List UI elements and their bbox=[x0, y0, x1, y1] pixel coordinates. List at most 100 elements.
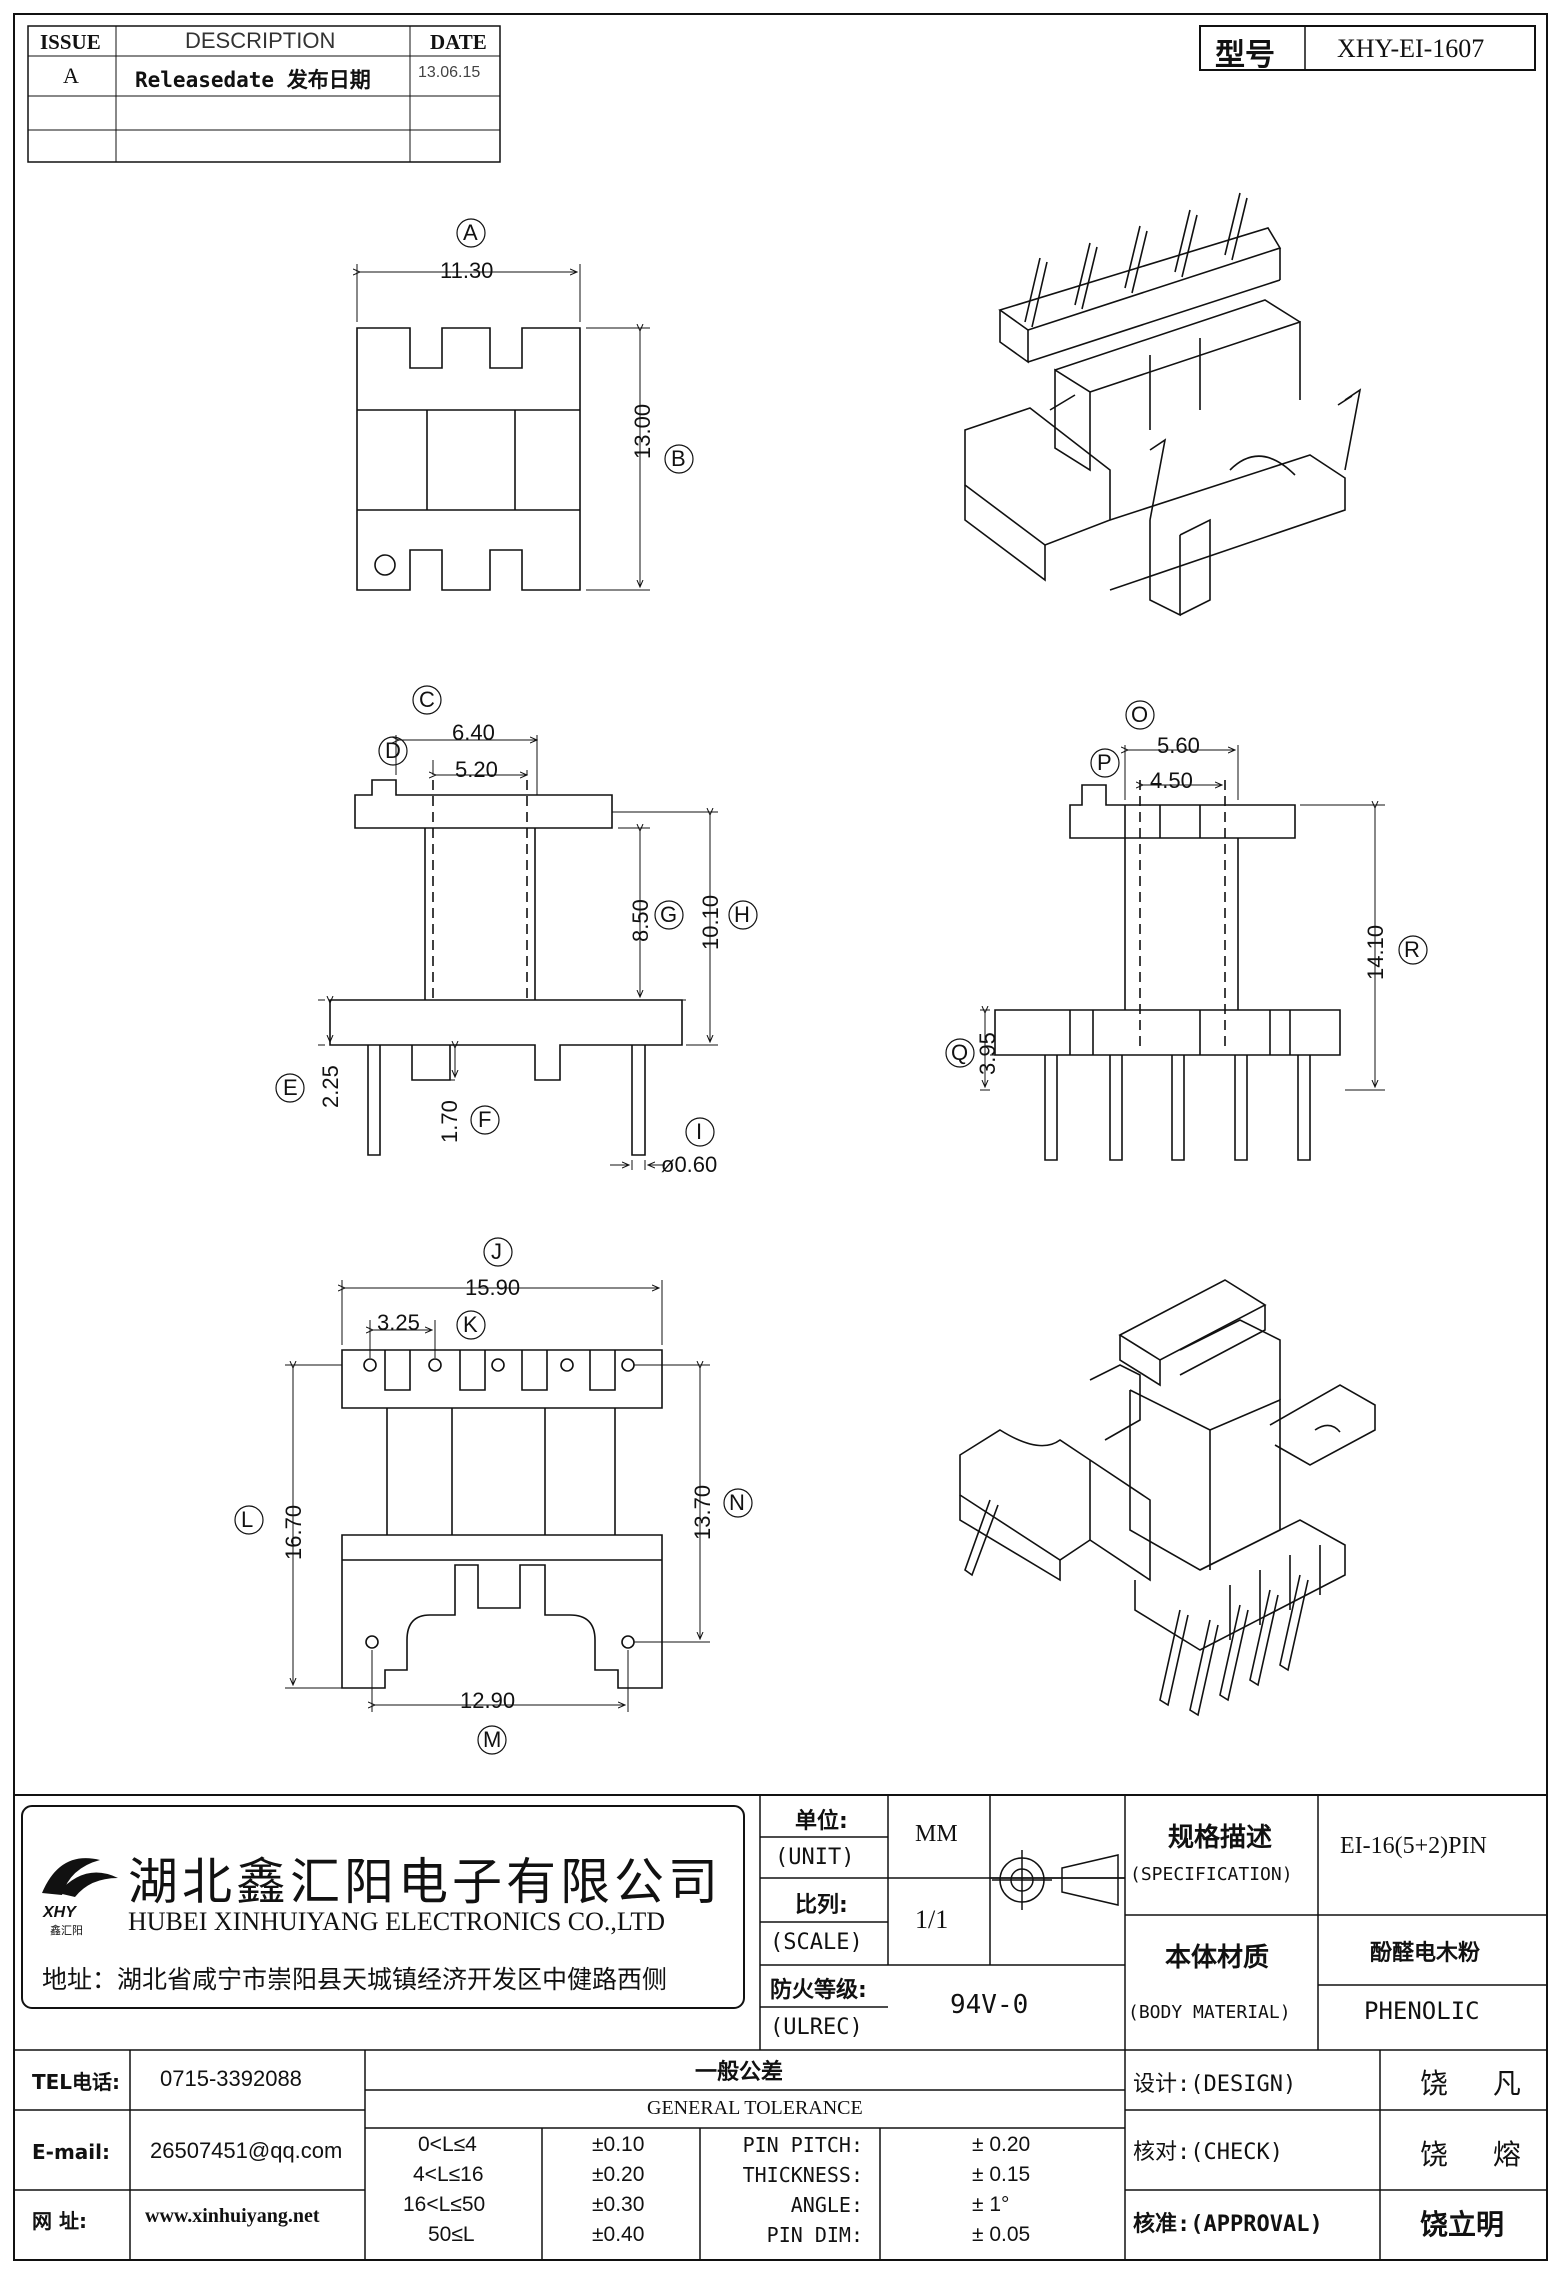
material-value-cn: 酚醛电木粉 bbox=[1370, 1941, 1481, 1966]
material-label-en: (BODY MATERIAL) bbox=[1128, 2002, 1291, 2023]
company-logo-text: XHY bbox=[43, 1904, 76, 1921]
dim-value-e: 2.25 bbox=[318, 1065, 343, 1108]
sheet-border bbox=[13, 13, 1548, 2261]
scale-label-en: (SCALE) bbox=[770, 1930, 863, 1955]
tolerance-range: 0<L≤4 bbox=[418, 2133, 477, 2156]
dim-value-i: ø0.60 bbox=[661, 1152, 718, 1177]
email-value: 26507451@qq.com bbox=[150, 2138, 343, 2163]
bottom-view bbox=[234, 1237, 753, 1755]
side-view bbox=[275, 685, 758, 1170]
dim-letter-m: M bbox=[483, 1727, 502, 1752]
dim-letter-k: K bbox=[463, 1312, 478, 1337]
dim-letter-c: C bbox=[419, 687, 435, 712]
tolerance-range: 50≤L bbox=[428, 2223, 475, 2246]
dim-letter-l: L bbox=[241, 1507, 254, 1532]
tolerance-spec-value: ± 0.05 bbox=[972, 2223, 1031, 2246]
top-view bbox=[357, 218, 694, 591]
dim-value-k: 3.25 bbox=[377, 1310, 420, 1335]
dim-value-c: 6.40 bbox=[452, 720, 495, 745]
dim-value-n: 13.70 bbox=[690, 1484, 715, 1540]
revision-table-grid bbox=[27, 25, 501, 163]
dim-value-g: 8.50 bbox=[628, 899, 653, 942]
company-name-cn: 湖北鑫汇阳电子有限公司 bbox=[128, 1853, 722, 1911]
ulrec-value: 94V-0 bbox=[950, 1990, 1029, 2020]
dim-value-d: 5.20 bbox=[455, 757, 498, 782]
web-label: 网 址: bbox=[32, 2209, 87, 2233]
tolerance-value: ±0.20 bbox=[592, 2163, 645, 2186]
dim-value-b: 13.00 bbox=[630, 403, 655, 459]
approval-label: 核准:(APPROVAL) bbox=[1133, 2212, 1323, 2237]
tolerance-spec-value: ± 1° bbox=[972, 2193, 1010, 2216]
spec-value: EI-16(5+2)PIN bbox=[1340, 1833, 1487, 1859]
dim-value-o: 5.60 bbox=[1157, 733, 1200, 758]
check-label: 核对:(CHECK) bbox=[1133, 2140, 1283, 2165]
company-box bbox=[21, 1805, 745, 2009]
dim-letter-f: F bbox=[478, 1107, 492, 1132]
dim-value-p: 4.50 bbox=[1150, 768, 1193, 793]
revision-row-description: Releasedate 发布日期 bbox=[135, 68, 371, 92]
scale-label-cn: 比列: bbox=[795, 1893, 848, 1918]
tolerance-range: 16<L≤50 bbox=[403, 2193, 486, 2216]
company-logo-sub: 鑫汇阳 bbox=[50, 1924, 83, 1937]
dim-value-a: 11.30 bbox=[440, 258, 494, 283]
dim-value-r: 14.10 bbox=[1363, 924, 1388, 980]
approval-value: 饶立明 bbox=[1420, 2208, 1505, 2241]
dim-letter-e: E bbox=[283, 1075, 298, 1100]
dim-letter-n: N bbox=[729, 1490, 745, 1515]
dim-letter-o: O bbox=[1131, 702, 1149, 727]
tolerance-spec-name: THICKNESS: bbox=[742, 2163, 863, 2187]
dim-value-q: 3.95 bbox=[975, 1032, 1000, 1075]
revision-header-date: DATE bbox=[430, 30, 487, 54]
tolerance-value: ±0.40 bbox=[592, 2223, 645, 2246]
dim-value-f: 1.70 bbox=[437, 1100, 462, 1143]
scale-value: 1/1 bbox=[915, 1905, 949, 1934]
company-logo-swoosh-icon bbox=[42, 1858, 100, 1895]
dim-letter-a: A bbox=[463, 220, 478, 245]
front-view bbox=[945, 700, 1428, 1161]
tolerance-spec-name: PIN DIM: bbox=[766, 2223, 863, 2247]
dim-letter-q: Q bbox=[951, 1040, 969, 1065]
unit-label-cn: 单位: bbox=[795, 1809, 848, 1834]
isometric-view-2 bbox=[959, 1279, 1376, 1717]
tolerance-value: ±0.10 bbox=[592, 2133, 645, 2156]
ulrec-label-en: (ULREC) bbox=[770, 2015, 863, 2040]
dim-letter-h: H bbox=[734, 902, 750, 927]
dim-value-m: 12.90 bbox=[460, 1688, 516, 1713]
spec-label-en: (SPECIFICATION) bbox=[1130, 1864, 1293, 1885]
company-name-en: HUBEI XINHUIYANG ELECTRONICS CO.,LTD bbox=[128, 1907, 666, 1936]
model-box bbox=[1199, 25, 1536, 71]
dim-letter-i: I bbox=[696, 1119, 703, 1144]
revision-row-issue: A bbox=[63, 63, 79, 88]
tolerance-value: ±0.30 bbox=[592, 2193, 645, 2216]
dim-letter-p: P bbox=[1097, 750, 1112, 775]
projection-symbol-icon bbox=[992, 1850, 1119, 1910]
tolerance-spec-value: ± 0.15 bbox=[972, 2163, 1031, 2186]
dim-letter-r: R bbox=[1404, 937, 1420, 962]
tel-value: 0715-3392088 bbox=[160, 2066, 302, 2091]
design-value: 饶 凡 bbox=[1420, 2067, 1539, 2100]
model-value: XHY-EI-1607 bbox=[1337, 34, 1485, 63]
revision-header-description: DESCRIPTION bbox=[185, 28, 336, 53]
title-block-grid bbox=[14, 1795, 1547, 2260]
dim-value-l: 16.70 bbox=[281, 1504, 306, 1560]
check-value: 饶 熔 bbox=[1420, 2138, 1539, 2171]
dim-letter-b: B bbox=[671, 446, 686, 471]
design-label: 设计:(DESIGN) bbox=[1133, 2072, 1297, 2097]
email-label: E-mail: bbox=[32, 2140, 111, 2164]
web-value: www.xinhuiyang.net bbox=[145, 2205, 320, 2227]
tolerance-spec-value: ± 0.20 bbox=[972, 2133, 1031, 2156]
tolerance-spec-name: PIN PITCH: bbox=[742, 2133, 863, 2157]
material-value-en: PHENOLIC bbox=[1364, 1997, 1480, 2025]
revision-header-issue: ISSUE bbox=[40, 30, 101, 54]
dim-value-h: 10.10 bbox=[698, 894, 723, 950]
unit-label-en: (UNIT) bbox=[775, 1845, 855, 1870]
unit-value: MM bbox=[915, 1821, 958, 1847]
ulrec-label-cn: 防火等级: bbox=[770, 1978, 867, 2003]
tolerance-range: 4<L≤16 bbox=[413, 2163, 484, 2186]
dim-letter-d: D bbox=[385, 738, 401, 763]
dim-letter-g: G bbox=[660, 902, 678, 927]
tolerance-spec-name: ANGLE: bbox=[790, 2193, 863, 2217]
dim-letter-j: J bbox=[491, 1239, 502, 1264]
